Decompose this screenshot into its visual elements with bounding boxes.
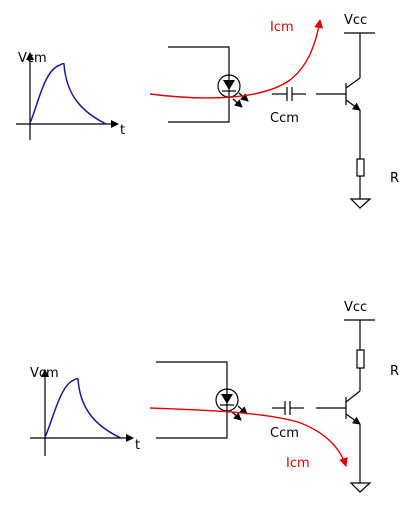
top-circuit: Vcm t Ccm Vcc <box>16 13 399 209</box>
bottom-time-label: t <box>135 438 140 453</box>
top-photodiode-icon <box>223 80 235 90</box>
top-resistor-label: R <box>390 171 399 186</box>
top-ground-icon <box>349 198 372 209</box>
bottom-pulse-waveform <box>44 377 122 439</box>
bottom-resistor <box>356 349 365 369</box>
top-pulse-label: Vcm <box>18 51 47 66</box>
top-light-arrows-icon <box>232 92 249 108</box>
bottom-coupling-capacitor: Ccm <box>270 401 304 441</box>
bottom-circuit: Vcm t Ccm Vcc <box>30 300 399 493</box>
bottom-transistor-stage: Vcc R <box>316 300 399 493</box>
top-supply-label: Vcc <box>344 13 367 28</box>
bottom-optocoupler <box>156 361 248 439</box>
bottom-pulse-plot: Vcm t <box>30 366 140 456</box>
top-capacitance-label: Ccm <box>270 111 299 126</box>
top-current-label: Icm <box>270 20 294 35</box>
bottom-current-label: Icm <box>286 456 310 471</box>
bottom-resistor-label: R <box>390 364 399 379</box>
bottom-capacitance-label: Ccm <box>270 426 299 441</box>
bottom-ground-icon <box>349 482 372 493</box>
top-package-outline <box>168 46 230 123</box>
top-current-path: Icm <box>149 19 324 99</box>
bottom-pulse-label: Vcm <box>30 366 59 381</box>
bottom-supply-label: Vcc <box>344 300 367 315</box>
top-optocoupler <box>168 46 249 123</box>
top-pulse-plot: Vcm t <box>16 51 125 140</box>
top-resistor <box>356 158 365 177</box>
top-current-arrow <box>149 19 324 99</box>
top-transistor-stage: Vcc R <box>316 13 399 209</box>
bottom-photodiode-icon <box>221 394 233 404</box>
bottom-current-path: Icm <box>149 407 348 471</box>
top-pulse-waveform <box>29 62 107 125</box>
top-time-label: t <box>120 123 125 138</box>
bottom-current-arrow <box>149 407 348 467</box>
top-coupling-capacitor: Ccm <box>270 87 306 126</box>
